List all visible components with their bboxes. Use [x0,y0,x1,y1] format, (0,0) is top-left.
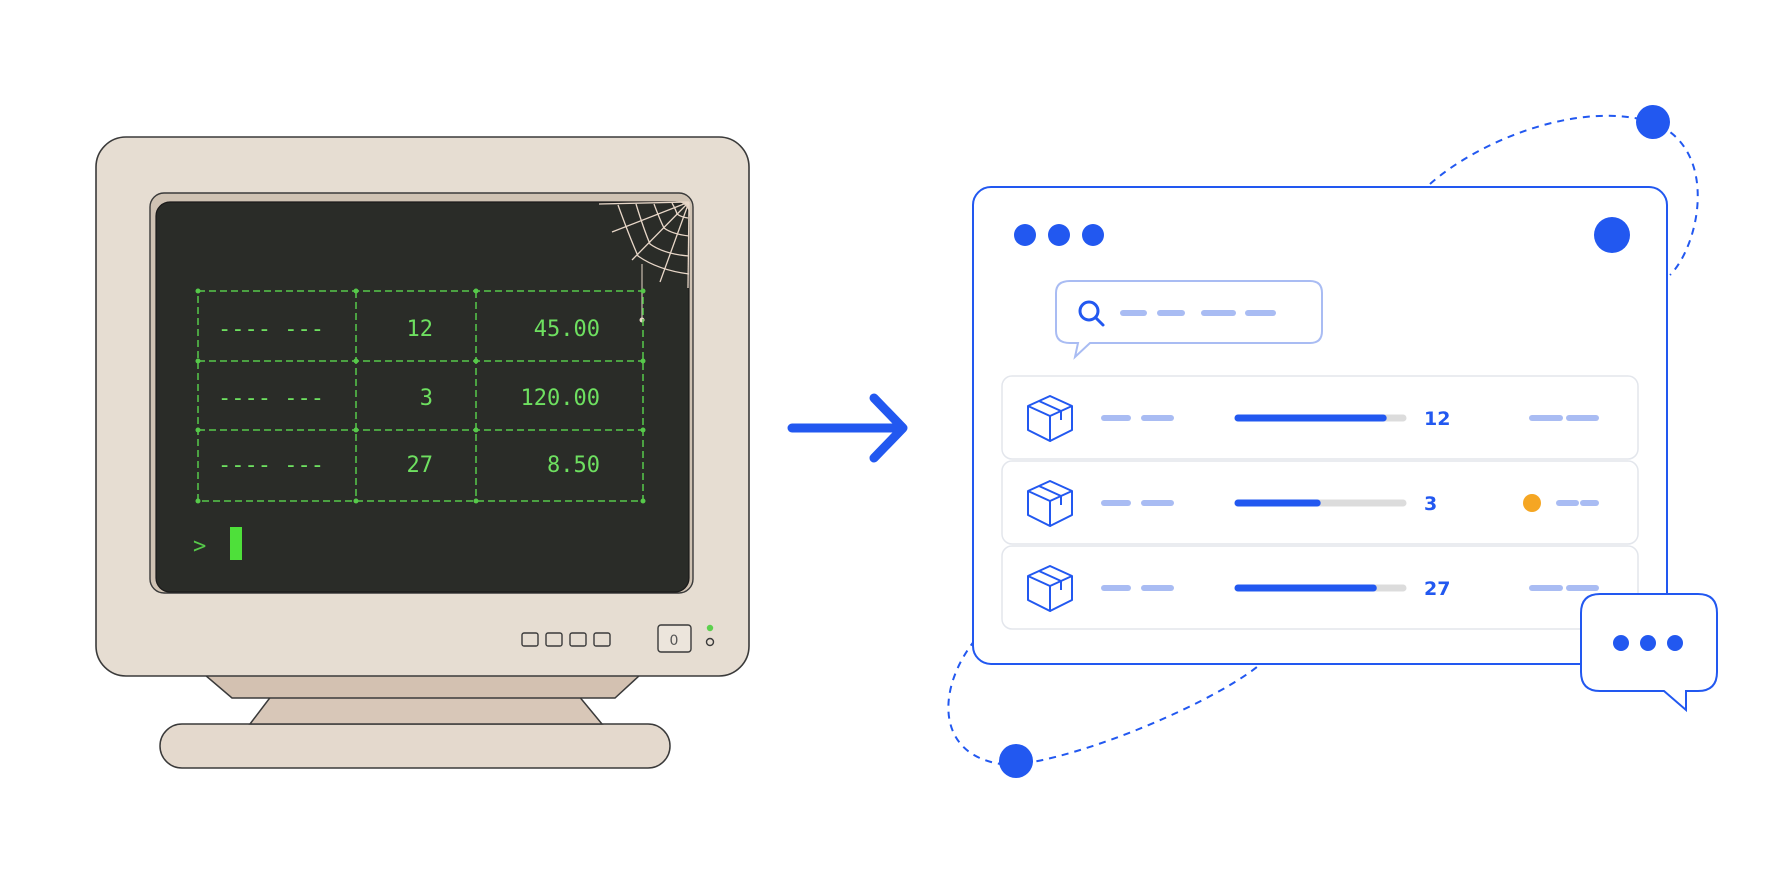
terminal-cell-name: ---- --- [218,453,324,478]
power-led [706,624,714,632]
avatar[interactable] [1594,217,1630,253]
terminal-screen [155,201,690,593]
list-item[interactable]: 12 [1001,375,1639,460]
window-dot[interactable] [1082,224,1104,246]
terminal-cell-price: 45.00 [534,317,600,342]
list-item[interactable]: 27 [1001,545,1639,630]
terminal-cell-price: 8.50 [547,453,600,478]
monitor-base [159,723,671,769]
window-controls [1014,224,1104,246]
item-quantity: 3 [1424,493,1437,515]
front-panel-buttons [521,632,611,647]
orbit-dot [1636,105,1670,139]
item-quantity: 12 [1424,408,1450,430]
status-dot [1523,494,1541,512]
package-box-icon [1027,395,1073,442]
cobweb-icon [598,201,690,323]
modern-app: 12 3 27 [947,105,1718,778]
panel-button[interactable] [569,632,587,647]
search-icon [1078,300,1105,327]
item-quantity: 27 [1424,578,1450,600]
terminal-table [197,290,644,502]
panel-knob [705,637,715,647]
terminal-row: ---- --- 12 45.00 [218,317,600,342]
terminal-prompt: > [193,534,206,559]
package-box-icon [1027,565,1073,612]
list-item[interactable]: 3 [1001,460,1639,545]
terminal-cell-name: ---- --- [218,317,324,342]
terminal-cell-quantity: 27 [407,453,434,478]
terminal-row: ---- --- 27 8.50 [218,453,600,478]
arrow-right-icon [787,393,908,463]
terminal-cell-price: 120.00 [521,386,600,411]
window-dot[interactable] [1048,224,1070,246]
terminal-table-joints [195,288,646,504]
chat-bubble-icon[interactable] [1580,593,1718,713]
item-list: 12 3 27 [1001,375,1639,630]
terminal-cursor [230,527,242,560]
terminal-row: ---- --- 3 120.00 [218,386,600,411]
terminal-cell-quantity: 3 [420,386,433,411]
package-box-icon [1027,480,1073,527]
search-bar[interactable] [1055,280,1323,360]
monitor-stand-top [202,674,642,699]
power-button-label: 0 [670,633,679,649]
monitor-neck [248,694,604,725]
terminal-cell-quantity: 12 [407,317,434,342]
panel-button[interactable] [545,632,563,647]
power-button[interactable]: 0 [657,624,692,653]
window-dot[interactable] [1014,224,1036,246]
panel-button[interactable] [521,632,539,647]
crt-monitor: ---- --- 12 45.00 ---- --- 3 120.00 ----… [95,136,750,769]
panel-button[interactable] [593,632,611,647]
orbit-dot [999,744,1033,778]
terminal-cell-name: ---- --- [218,386,324,411]
